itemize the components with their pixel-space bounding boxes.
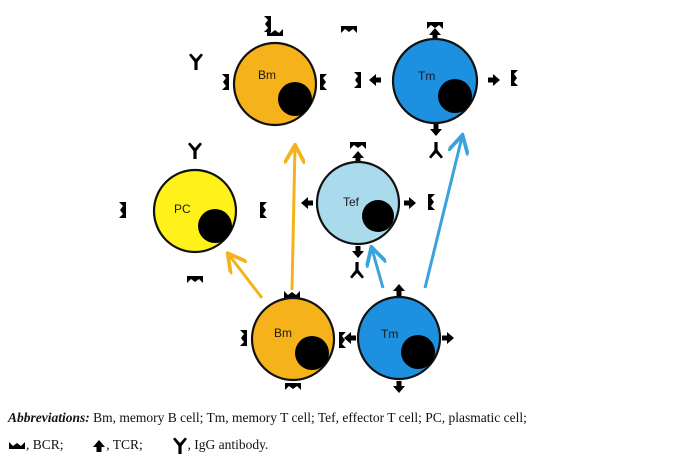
tcr-icon bbox=[430, 124, 442, 136]
bcr-icon bbox=[428, 194, 435, 210]
igg-antibody-icon bbox=[188, 142, 202, 159]
cell-differentiation-diagram: Bm Tm PC Tef bbox=[119, 16, 518, 393]
igg-antibody-icon bbox=[189, 53, 203, 70]
cell-label: Tm bbox=[381, 327, 398, 341]
abbreviations-title: Abbreviations: bbox=[8, 410, 90, 425]
bcr-icon bbox=[341, 26, 357, 33]
bcr-icon bbox=[350, 142, 366, 149]
arrow-tm-to-tef bbox=[372, 249, 383, 289]
bcr-icon bbox=[285, 383, 301, 390]
cell-label: Bm bbox=[258, 68, 276, 82]
bm-top-cell: Bm bbox=[222, 16, 327, 127]
tm-bottom-body bbox=[356, 295, 442, 381]
tef-cell: Tef bbox=[301, 142, 435, 279]
bcr-icon bbox=[354, 72, 361, 88]
bcr-icon bbox=[187, 276, 203, 283]
nucleus bbox=[198, 209, 232, 243]
tcr-icon bbox=[488, 74, 500, 86]
legend-line: , BCR; , TCR; , IgG antibody. bbox=[8, 431, 673, 458]
cell-label: Tef bbox=[343, 195, 360, 209]
igg-legend-text: , IgG antibody. bbox=[187, 437, 269, 452]
bcr-icon bbox=[119, 202, 126, 218]
bcr-icon bbox=[427, 22, 443, 29]
tcr-icon bbox=[301, 197, 313, 209]
tm-bottom-cell: Tm bbox=[344, 284, 454, 393]
tcr-icon bbox=[369, 74, 381, 86]
arrow-bm-to-pc bbox=[229, 255, 264, 299]
nucleus bbox=[278, 82, 312, 116]
nucleus bbox=[438, 79, 472, 113]
bcr-icon bbox=[260, 202, 267, 218]
abbreviations-line: Abbreviations: Bm, memory B cell; Tm, me… bbox=[8, 404, 673, 431]
bm-bottom-cell: Bm bbox=[240, 291, 346, 390]
arrow-tm-to-tm bbox=[423, 137, 462, 289]
bcr-icon bbox=[9, 441, 25, 449]
pc-cell: PC bbox=[119, 142, 267, 283]
bcr-icon bbox=[320, 74, 327, 90]
bcr-legend-text: , BCR; bbox=[26, 437, 64, 452]
tcr-icon bbox=[344, 332, 356, 344]
bm-bottom-body bbox=[250, 296, 336, 382]
nucleus bbox=[362, 200, 394, 232]
bcr-icon bbox=[240, 330, 247, 346]
nucleus bbox=[295, 336, 329, 370]
cell-label: Tm bbox=[418, 69, 435, 83]
bcr-icon bbox=[222, 74, 229, 90]
tcr-icon bbox=[393, 284, 405, 296]
arrow-bm-to-bm bbox=[292, 147, 295, 291]
cell-label: PC bbox=[174, 202, 191, 216]
igg-antibody-icon bbox=[429, 142, 443, 159]
tcr-icon bbox=[404, 197, 416, 209]
abbreviations-text: Bm, memory B cell; Tm, memory T cell; Te… bbox=[89, 410, 527, 425]
tcr-icon bbox=[393, 381, 405, 393]
nucleus bbox=[401, 335, 435, 369]
bcr-icon bbox=[511, 70, 518, 86]
tcr-icon bbox=[93, 439, 106, 452]
tm-top-cell: Tm bbox=[354, 22, 518, 159]
igg-antibody-icon bbox=[172, 437, 187, 454]
tcr-icon bbox=[352, 246, 364, 258]
igg-antibody-icon bbox=[350, 262, 364, 279]
cell-label: Bm bbox=[274, 326, 292, 340]
tcr-icon bbox=[442, 332, 454, 344]
bcr-icon bbox=[339, 332, 346, 348]
abbreviations-caption: Abbreviations: Bm, memory B cell; Tm, me… bbox=[8, 404, 673, 458]
tcr-legend-text: , TCR; bbox=[106, 437, 143, 452]
